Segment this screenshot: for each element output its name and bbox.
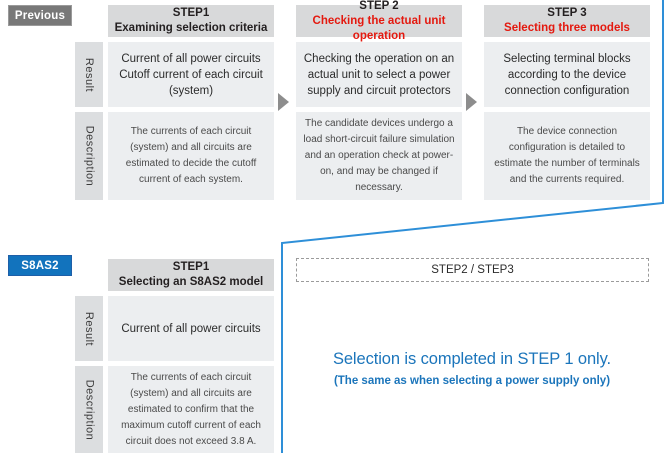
step-subtitle-previous-2: Checking the actual unit operation [312,14,446,42]
step-subtitle-s8as2-1: Selecting an S8AS2 model [118,276,264,288]
cell-result-s8as2-1: Current of all power circuits [108,296,274,361]
badge-previous-label: Previous [14,9,66,22]
cell-description-previous-3-text: The device connection configuration is d… [494,126,640,185]
cell-description-s8as2-1-text: The currents of each circuit (system) an… [121,372,261,447]
cell-description-s8as2-1: The currents of each circuit (system) an… [108,366,274,453]
step-header-previous-2: STEP 2 Checking the actual unit operatio… [296,0,462,42]
row-label-description-s8as2-text: Description [83,379,95,441]
skipped-steps-box: STEP2 / STEP3 [296,258,649,282]
cell-description-previous-3: The device connection configuration is d… [484,112,650,200]
completion-message: Selection is completed in STEP 1 only. (… [290,348,654,390]
step-subtitle-previous-3: Selecting three models [504,22,630,34]
step-header-previous-1: STEP1 Examining selection criteria [108,5,274,37]
row-label-result-previous: Result [75,42,103,107]
step-title-s8as2-1: STEP1 [172,261,210,273]
row-label-description-previous: Description [75,112,103,200]
cell-result-previous-1: Current of all power circuits Cutoff cur… [108,42,274,107]
row-label-result-s8as2: Result [75,296,103,361]
cell-description-previous-2-text: The candidate devices undergo a load sho… [303,118,455,193]
step-title-previous-2: STEP 2 [359,0,399,12]
row-label-description-s8as2: Description [75,366,103,453]
completion-message-sub: (The same as when selecting a power supp… [333,375,611,387]
cell-result-previous-3-text: Selecting terminal blocks according to t… [503,52,631,97]
cell-description-previous-1: The currents of each circuit (system) an… [108,112,274,200]
step-header-previous-3: STEP 3 Selecting three models [484,5,650,37]
badge-s8as2-label: S8AS2 [21,259,59,272]
arrow-right-icon-2 [466,93,477,111]
row-label-description-previous-text: Description [83,125,95,187]
step-header-s8as2-1: STEP1 Selecting an S8AS2 model [108,259,274,291]
cell-description-previous-1-text: The currents of each circuit (system) an… [125,126,257,185]
skipped-steps-label: STEP2 / STEP3 [431,264,514,276]
cell-result-previous-2-text: Checking the operation on an actual unit… [303,52,455,97]
cell-result-previous-1-text: Current of all power circuits Cutoff cur… [119,52,263,97]
row-label-result-s8as2-text: Result [83,311,95,346]
badge-s8as2: S8AS2 [8,255,72,276]
step-title-previous-3: STEP 3 [547,7,587,19]
cell-result-previous-3: Selecting terminal blocks according to t… [484,42,650,107]
cell-result-previous-2: Checking the operation on an actual unit… [296,42,462,107]
step-title-previous-1: STEP1 [172,7,210,19]
cell-result-s8as2-1-text: Current of all power circuits [121,322,261,335]
arrow-right-icon-1 [278,93,289,111]
row-label-result-previous-text: Result [83,57,95,92]
step-subtitle-previous-1: Examining selection criteria [114,22,268,34]
completion-message-main: Selection is completed in STEP 1 only. [332,350,612,368]
cell-description-previous-2: The candidate devices undergo a load sho… [296,112,462,200]
badge-previous: Previous [8,5,72,26]
